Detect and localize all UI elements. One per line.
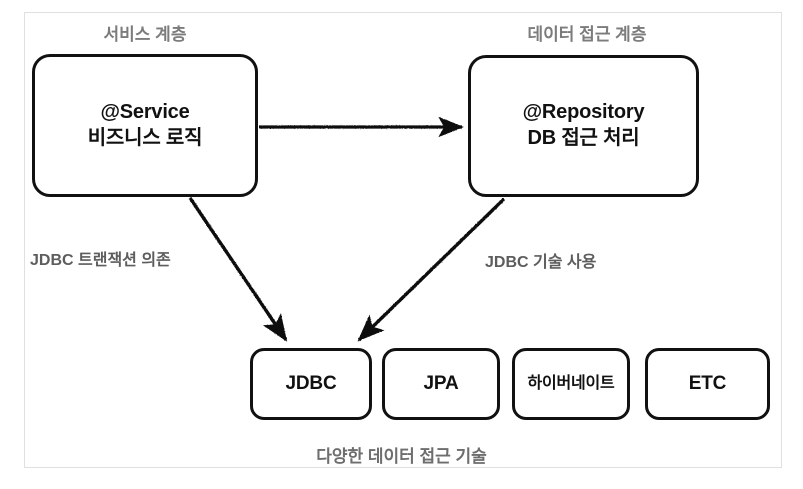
node-tech-hibernate-label: 하이버네이트: [527, 374, 615, 392]
edge-label-jdbc-transaction-dependency: JDBC 트랜잭션 의존: [30, 252, 171, 269]
edge-label-jdbc-technology-usage: JDBC 기술 사용: [485, 254, 597, 271]
node-tech-hibernate[interactable]: 하이버네이트: [512, 348, 630, 420]
node-tech-etc-label: ETC: [688, 372, 727, 394]
node-service-annotation: @Service: [100, 100, 190, 123]
node-tech-jdbc-label: JDBC: [285, 372, 337, 394]
node-tech-jdbc[interactable]: JDBC: [250, 348, 372, 420]
layer-title-service: 서비스 계층: [103, 25, 187, 44]
node-service-description: 비즈니스 로직: [87, 126, 203, 149]
node-tech-jpa[interactable]: JPA: [382, 348, 500, 420]
node-repository-annotation: @Repository: [522, 101, 645, 124]
layer-title-data-access: 데이터 접근 계층: [527, 25, 647, 44]
node-repository-description: DB 접근 처리: [527, 127, 640, 149]
node-tech-jpa-label: JPA: [423, 372, 459, 394]
node-tech-etc[interactable]: ETC: [645, 348, 770, 420]
diagram-caption: 다양한 데이터 접근 기술: [316, 447, 487, 466]
node-repository[interactable]: @Repository DB 접근 처리: [468, 55, 699, 197]
node-service[interactable]: @Service 비즈니스 로직: [32, 54, 258, 197]
